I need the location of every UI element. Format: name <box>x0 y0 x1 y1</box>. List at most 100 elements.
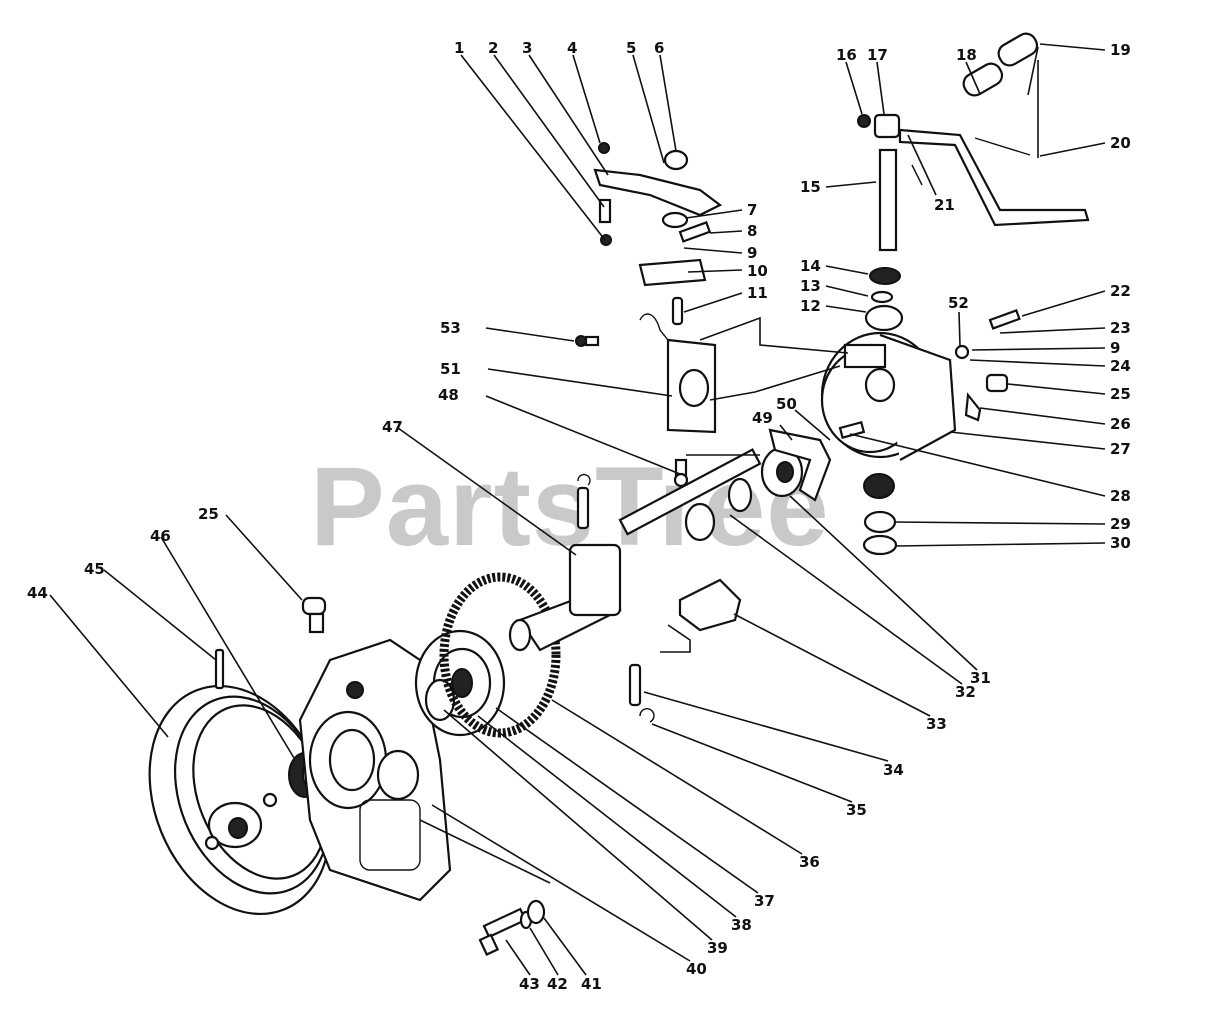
leader-17 <box>876 61 885 115</box>
leader-39 <box>443 709 713 941</box>
shift-fork <box>768 428 832 502</box>
bolt <box>678 221 712 243</box>
callout-8: 8 <box>747 222 757 240</box>
callout-42: 42 <box>547 975 568 993</box>
callout-41: 41 <box>581 975 602 993</box>
shift-handle <box>898 128 1090 227</box>
leader-36 <box>551 699 803 855</box>
callout-51: 51 <box>440 360 461 378</box>
pipe-plug <box>301 596 327 634</box>
nut <box>598 142 610 154</box>
callout-46: 46 <box>150 527 171 545</box>
bracket <box>678 578 742 632</box>
leader-41 <box>543 917 587 976</box>
callout-26: 26 <box>1110 415 1131 433</box>
leader-2 <box>493 54 605 208</box>
set-screw <box>988 309 1021 330</box>
leader-16 <box>845 61 863 115</box>
nut <box>857 114 871 128</box>
shift-shaft <box>878 148 898 252</box>
leader-25a <box>1007 383 1106 395</box>
callout-28: 28 <box>1110 487 1131 505</box>
leader-44 <box>49 594 169 738</box>
callout-7: 7 <box>747 201 757 219</box>
leader-28 <box>849 433 1106 497</box>
leader-guide <box>660 624 691 653</box>
callout-6: 6 <box>654 39 664 57</box>
leader-6 <box>659 54 677 152</box>
leader-29 <box>893 521 1106 525</box>
callout-1: 1 <box>454 39 464 57</box>
callout-39: 39 <box>707 939 728 957</box>
leader-4 <box>572 54 601 144</box>
leader-32 <box>729 514 963 685</box>
spring <box>671 296 684 326</box>
callout-20: 20 <box>1110 134 1131 152</box>
callout-43: 43 <box>519 975 540 993</box>
callout-2: 2 <box>488 39 498 57</box>
callout-3: 3 <box>522 39 532 57</box>
nut <box>954 344 970 360</box>
leader-14 <box>825 265 869 275</box>
leader-23 <box>999 327 1106 334</box>
leader-27 <box>949 431 1106 450</box>
seal <box>869 267 901 285</box>
callout-11: 11 <box>747 284 768 302</box>
plug <box>985 373 1009 393</box>
leader-3 <box>528 54 609 176</box>
callout-21: 21 <box>934 196 955 214</box>
leader-1 <box>460 54 606 241</box>
shift-lever <box>593 168 723 217</box>
leader-18 <box>965 61 981 95</box>
callout-numbers: 1 2 3 4 5 6 7 8 9 10 11 12 13 14 15 16 1… <box>27 39 1131 993</box>
spring <box>974 137 1031 156</box>
roll-pin <box>576 486 590 530</box>
leader-12 <box>825 305 867 313</box>
leader-43 <box>505 939 531 976</box>
callout-17: 17 <box>867 46 888 64</box>
callout-32: 32 <box>955 683 976 701</box>
callout-48: 48 <box>438 386 459 404</box>
leader-8 <box>709 230 743 234</box>
leader-22 <box>1021 290 1106 317</box>
leader-19b <box>1027 46 1039 96</box>
callout-47: 47 <box>382 418 403 436</box>
callout-10: 10 <box>747 262 768 280</box>
callout-22: 22 <box>1110 282 1131 300</box>
leader-37 <box>495 707 759 894</box>
parts-group <box>148 32 1090 956</box>
leader-9a <box>683 247 743 254</box>
washer <box>663 149 689 171</box>
callout-30: 30 <box>1110 534 1131 552</box>
leader-40b <box>419 819 551 884</box>
callout-45: 45 <box>84 560 105 578</box>
leader-50 <box>794 409 831 441</box>
callout-23: 23 <box>1110 319 1131 337</box>
callout-35: 35 <box>846 801 867 819</box>
leader-20 <box>1039 142 1106 157</box>
gear-housing <box>298 638 452 902</box>
shift-shaft-collar <box>873 113 901 139</box>
handle-grip <box>962 62 1004 97</box>
callout-25: 25 <box>1110 385 1131 403</box>
leader-38 <box>477 715 737 918</box>
handle-grip <box>997 32 1039 67</box>
callout-12: 12 <box>800 297 821 315</box>
leader-guide <box>699 316 849 354</box>
leader-10 <box>687 269 743 273</box>
leader-42 <box>529 927 559 976</box>
spacer <box>661 211 689 229</box>
leader-51 <box>487 368 673 397</box>
stud <box>598 198 612 224</box>
leader-24 <box>969 359 1106 367</box>
callout-44: 44 <box>27 584 48 602</box>
bearing <box>864 304 904 332</box>
callout-31: 31 <box>970 669 991 687</box>
callout-49: 49 <box>752 409 773 427</box>
callout-13: 13 <box>800 277 821 295</box>
roll-pin <box>628 663 642 707</box>
leader-25b <box>225 514 303 601</box>
leader-15 <box>825 181 877 188</box>
bolt-and-washers <box>478 899 546 956</box>
callout-4: 4 <box>567 39 577 57</box>
